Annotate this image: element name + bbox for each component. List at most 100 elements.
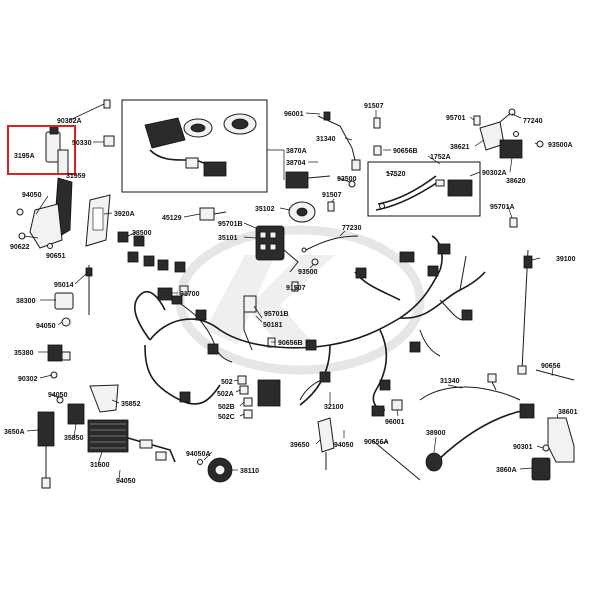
label-96001-top: 96001 [284,111,304,118]
part-35850[interactable] [56,396,85,425]
part-sensor-39100[interactable] [517,249,533,375]
part-90301[interactable] [542,444,550,452]
part-lock-3870A[interactable] [144,113,257,177]
label-31959: 31959 [66,173,86,180]
part-relay-3860A[interactable] [531,457,551,481]
label-95701A: 95701A [490,204,515,211]
label-90301: 90301 [513,444,533,451]
label-94050-a: 94050 [22,192,42,199]
part-relay-38300[interactable] [54,292,74,327]
label-38621: 38621 [450,144,470,151]
part-93500A[interactable] [536,140,544,148]
part-cable-77230[interactable] [301,235,359,253]
part-horn-38110[interactable] [197,457,233,483]
label-91507-mid: 91507 [322,192,342,199]
label-90302A-top: 90302A [57,118,82,125]
label-50181: 50181 [263,322,283,329]
part-sensor-31340-low[interactable] [419,373,521,401]
label-39650: 39650 [290,442,310,449]
part-39650[interactable] [317,417,335,470]
part-91507-top[interactable] [373,117,381,129]
part-sensor-50181[interactable] [243,295,257,351]
label-31600: 31600 [90,462,110,469]
part-93500[interactable] [348,180,356,188]
label-77240: 77240 [523,118,543,125]
label-38900: 38900 [426,430,446,437]
label-3650A: 3650A [4,429,25,436]
label-94050-d: 94050 [116,478,136,485]
part-95701A[interactable] [509,217,518,228]
part-panel-3920A[interactable] [85,194,111,247]
part-90302A-top[interactable] [103,99,111,109]
part-90656B-top[interactable] [373,145,382,156]
label-91507-top: 91507 [364,103,384,110]
part-fuses-502[interactable] [237,375,281,419]
label-502B: 502B [218,404,235,411]
part-bracket-35852[interactable] [89,384,119,413]
part-91507-low[interactable] [291,281,299,292]
part-switches-38500[interactable] [117,231,186,273]
inset-box-1752A [367,161,481,217]
part-90656[interactable] [535,369,575,381]
part-91507-mid[interactable] [327,201,335,212]
part-connector-45129[interactable] [199,207,227,221]
part-relay-38620[interactable] [499,131,523,159]
part-cdi-bracket-3195A[interactable] [45,125,69,175]
label-3860A: 3860A [496,467,517,474]
part-77240[interactable] [499,108,516,123]
part-93500-b[interactable] [311,258,319,266]
part-38704[interactable] [285,171,331,189]
part-95701-top[interactable] [473,115,481,126]
part-cable-90656A[interactable] [371,439,421,481]
label-95701B-b: 95701B [264,311,289,318]
label-3870A: 3870A [286,148,307,155]
label-96001-low: 96001 [385,419,405,426]
label-77230: 77230 [342,225,362,232]
part-bracket-left[interactable] [16,203,63,249]
label-38601: 38601 [558,409,578,416]
label-1752A: 1752A [430,154,451,161]
label-90656: 90656 [541,363,561,370]
label-39100: 39100 [556,256,576,263]
part-96001-low[interactable] [391,399,403,411]
part-ignition-35101[interactable] [255,225,299,273]
label-502C: 502C [218,414,235,421]
part-relay-35380[interactable] [47,344,71,379]
part-handle-17520[interactable] [375,175,473,211]
label-38500: 38500 [132,230,152,237]
part-sensor-95014[interactable] [85,265,93,315]
label-94050-c: 94050 [48,392,68,399]
leader-lines [23,103,559,481]
part-31700[interactable] [157,285,189,301]
label-38300: 38300 [16,298,36,305]
label-93500A: 93500A [548,142,573,149]
label-50330: 50330 [72,140,92,147]
label-35850: 35850 [64,435,84,442]
label-93500: 93500 [337,176,357,183]
part-regulator-31600[interactable] [87,419,176,463]
label-90651: 90651 [46,253,66,260]
part-stator-35102[interactable] [288,201,316,223]
label-3195A: 3195A [14,153,35,160]
part-bracket-38601[interactable] [547,417,575,463]
main-wiring-harness-32100[interactable] [134,235,486,417]
label-35852: 35852 [121,401,141,408]
label-90302-left: 90302 [18,376,38,383]
part-socket-38900[interactable] [425,403,535,472]
label-502: 502 [221,379,233,386]
label-38620: 38620 [506,178,526,185]
label-32100: 32100 [324,404,344,411]
label-90656A: 90656A [364,439,389,446]
label-35380: 35380 [14,350,34,357]
label-90622: 90622 [10,244,30,251]
label-95014: 95014 [54,282,74,289]
part-sensor-31340-top[interactable] [305,111,361,171]
label-31700: 31700 [180,291,200,298]
part-3650A[interactable] [37,411,55,489]
label-91507-low: 91507 [286,285,306,292]
part-50330[interactable] [103,135,115,147]
label-90302A-right: 90302A [482,170,507,177]
label-90656B-top: 90656B [393,148,418,155]
